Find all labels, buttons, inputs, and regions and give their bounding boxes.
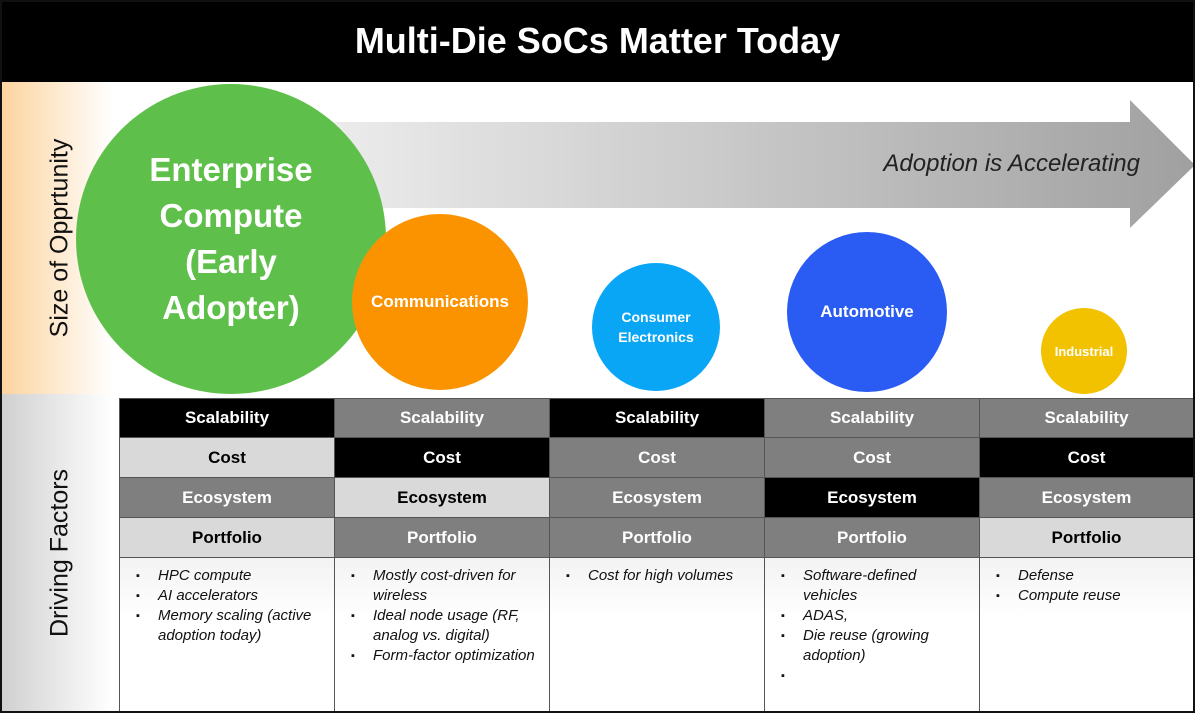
adoption-arrow bbox=[330, 100, 1195, 228]
bullet-list: HPC computeAI acceleratorsMemory scaling… bbox=[119, 557, 335, 712]
factor-cell-scalability: Scalability bbox=[764, 398, 980, 438]
title-bar: Multi-Die SoCs Matter Today bbox=[0, 0, 1195, 82]
factor-cell-scalability: Scalability bbox=[979, 398, 1194, 438]
list-item bbox=[781, 666, 971, 686]
list-item: HPC compute bbox=[136, 566, 326, 586]
factor-cell-ecosystem: Ecosystem bbox=[764, 477, 980, 518]
list-item: ADAS, bbox=[781, 606, 971, 626]
list-item: Ideal node usage (RF, analog vs. digital… bbox=[351, 606, 541, 646]
list-item: Memory scaling (active adoption today) bbox=[136, 606, 326, 646]
list-item: Software-defined vehicles bbox=[781, 566, 971, 606]
list-item: Defense bbox=[996, 566, 1185, 586]
factor-cell-ecosystem: Ecosystem bbox=[334, 477, 550, 518]
factor-cell-ecosystem: Ecosystem bbox=[979, 477, 1194, 518]
list-item: Die reuse (growing adoption) bbox=[781, 626, 971, 666]
title: Multi-Die SoCs Matter Today bbox=[354, 20, 841, 61]
circle-consumer-electronics: Consumer Electronics bbox=[592, 263, 720, 391]
list-item: Form-factor optimization bbox=[351, 646, 541, 666]
circle-communications: Communications bbox=[352, 214, 528, 390]
circle-label: Automotive bbox=[820, 302, 914, 321]
factor-cell-portfolio: Portfolio bbox=[764, 517, 980, 558]
factor-cell-cost: Cost bbox=[764, 437, 980, 478]
list-item: AI accelerators bbox=[136, 586, 326, 606]
driving-factors-label: Driving Factors bbox=[45, 468, 74, 637]
factor-cell-ecosystem: Ecosystem bbox=[549, 477, 765, 518]
factor-cell-scalability: Scalability bbox=[119, 398, 335, 438]
factor-cell-scalability: Scalability bbox=[549, 398, 765, 438]
factor-cell-cost: Cost bbox=[119, 437, 335, 478]
factor-cell-cost: Cost bbox=[334, 437, 550, 478]
bullet-list: Mostly cost-driven for wirelessIdeal nod… bbox=[334, 557, 550, 712]
driving-factors-label-panel: Driving Factors bbox=[2, 394, 118, 711]
circle-label: Communications bbox=[371, 292, 509, 311]
circle-industrial: Industrial bbox=[1041, 308, 1127, 394]
factor-cell-portfolio: Portfolio bbox=[334, 517, 550, 558]
circle-automotive: Automotive bbox=[787, 232, 947, 392]
circle-label: Enterprise Compute (Early Adopter) bbox=[149, 151, 313, 326]
list-item: Cost for high volumes bbox=[566, 566, 756, 586]
list-item: Mostly cost-driven for wireless bbox=[351, 566, 541, 606]
factor-cell-cost: Cost bbox=[979, 437, 1194, 478]
factor-cell-cost: Cost bbox=[549, 437, 765, 478]
bullet-list: DefenseCompute reuse bbox=[979, 557, 1194, 712]
bullet-list: Cost for high volumes bbox=[549, 557, 765, 712]
arrow-label: Adoption is Accelerating bbox=[883, 150, 1140, 177]
factor-cell-portfolio: Portfolio bbox=[549, 517, 765, 558]
circle-label: Consumer Electronics bbox=[618, 309, 694, 345]
circle-label: Industrial bbox=[1054, 343, 1114, 359]
factor-cell-ecosystem: Ecosystem bbox=[119, 477, 335, 518]
circle-enterprise-compute: Enterprise Compute (Early Adopter) bbox=[76, 84, 386, 394]
bullet-list: Software-defined vehiclesADAS,Die reuse … bbox=[764, 557, 980, 712]
factor-cell-portfolio: Portfolio bbox=[979, 517, 1194, 558]
factor-cell-portfolio: Portfolio bbox=[119, 517, 335, 558]
factor-cell-scalability: Scalability bbox=[334, 398, 550, 438]
list-item: Compute reuse bbox=[996, 586, 1185, 606]
size-axis-label: Size of Opprtunity bbox=[45, 138, 74, 338]
